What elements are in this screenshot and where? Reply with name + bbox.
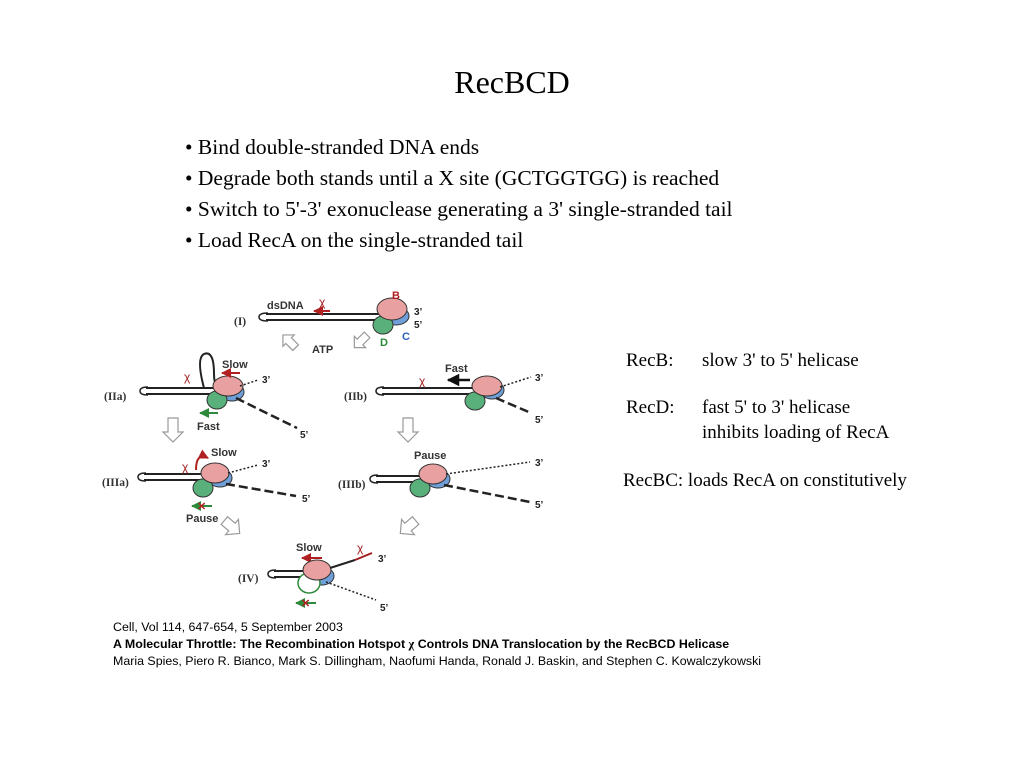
citation-title-pre: A Molecular Throttle: The Recombination … [113,637,409,651]
bullet-item: • Switch to 5'-3' exonuclease generating… [185,197,733,221]
citation-title: A Molecular Throttle: The Recombination … [113,636,761,653]
stage-iia: (IIa) χ Slow Fast 3’ 5’ [104,352,309,441]
recd-subunit [372,315,394,335]
citation-title-post: Controls DNA Translocation by the RecBCD… [414,637,730,651]
blocked-mark: ✕ [197,501,206,513]
recb-subunit [376,297,408,321]
stage-label: (IIIa) [102,477,129,489]
chi-site-label: χ [425,463,432,477]
ssdna-loop [199,352,219,389]
end-5-label: 5’ [414,320,423,331]
slide-title: RecBCD [454,64,570,100]
atp-label: ATP [312,344,333,356]
pause-label: Pause [186,513,218,525]
stage-iib: (IIb) χ Fast 3’ 5’ [344,363,544,426]
slow-label: Slow [211,447,237,459]
chi-site-label: χ [357,541,364,555]
recbc-role: RecBC: loads RecA on constitutively [623,470,907,491]
end-3-label: 3’ [535,458,544,469]
stage-i: (I) dsDNA χ B C D 3’ 5’ [234,290,423,349]
chi-site-label: χ [419,374,426,388]
bullet-list: • Bind double-stranded DNA ends • Degrad… [185,132,733,256]
citation-authors: Maria Spies, Piero R. Bianco, Mark S. Di… [113,654,762,668]
stage-iv: (IV) Slow χ 3’ 5’ ✕ [238,541,389,614]
recd-letter: D [380,337,388,349]
end-5-label: 5’ [535,415,544,426]
recd-name: RecD: [626,397,675,418]
stage-label: (IIIb) [338,479,366,491]
dsdna-label: dsDNA [267,300,304,312]
recb-desc: slow 3' to 5' helicase [702,350,859,371]
bullet-item: • Degrade both stands until a Χ site (GC… [185,166,720,190]
recd-role: RecD: fast 5' to 3' helicase inhibits lo… [626,395,946,445]
end-5-label: 5’ [300,430,309,441]
recd-desc-line2: inhibits loading of RecA [702,422,890,443]
recb-role: RecB: slow 3' to 5' helicase [626,348,926,373]
citation-title-chi: χ [408,637,415,651]
stage-iiib: (IIIb) χ Pause 3’ 5’ [338,450,544,511]
end-3-label: 3’ [262,375,271,386]
recc-letter: C [402,331,410,343]
chi-recognition-arrow [195,449,209,471]
recc-subunit [382,306,410,326]
chi-site-label: χ [319,295,326,309]
fast-label: Fast [197,421,220,433]
citation: Cell, Vol 114, 647-654, 5 September 2003… [113,619,761,670]
end-5-label: 5’ [380,603,389,614]
stage-label: (IIb) [344,391,367,403]
bullet-item: • Load RecA on the single-stranded tail [185,228,524,252]
end-5-label: 5’ [535,500,544,511]
end-3-label: 3’ [535,373,544,384]
stage-transition-arrows [161,331,420,536]
fast-label: Fast [445,363,468,375]
bullet-item: • Bind double-stranded DNA ends [185,135,480,159]
end-5-label: 5’ [302,494,311,505]
stage-label: (IIa) [104,391,127,403]
end-3-label: 3’ [378,554,387,565]
blocked-mark: ✕ [301,598,310,610]
slow-label: Slow [296,542,322,554]
stage-label: (IV) [238,573,259,585]
end-3-label: 3’ [262,459,271,470]
chi-site-label: χ [184,370,191,384]
recd-desc-line1: fast 5' to 3' helicase [702,397,851,418]
stage-iiia: (IIIa) χ Slow 3’ 5’ ✕ Pause [102,447,311,525]
citation-journal: Cell, Vol 114, 647-654, 5 September 2003 [113,620,343,634]
recb-name: RecB: [626,350,674,371]
pause-label: Pause [414,450,446,462]
end-3-label: 3’ [414,307,423,318]
chi-site-label: χ [182,460,189,474]
stage-label: (I) [234,316,246,328]
recb-letter: B [392,290,400,302]
slow-label: Slow [222,359,248,371]
